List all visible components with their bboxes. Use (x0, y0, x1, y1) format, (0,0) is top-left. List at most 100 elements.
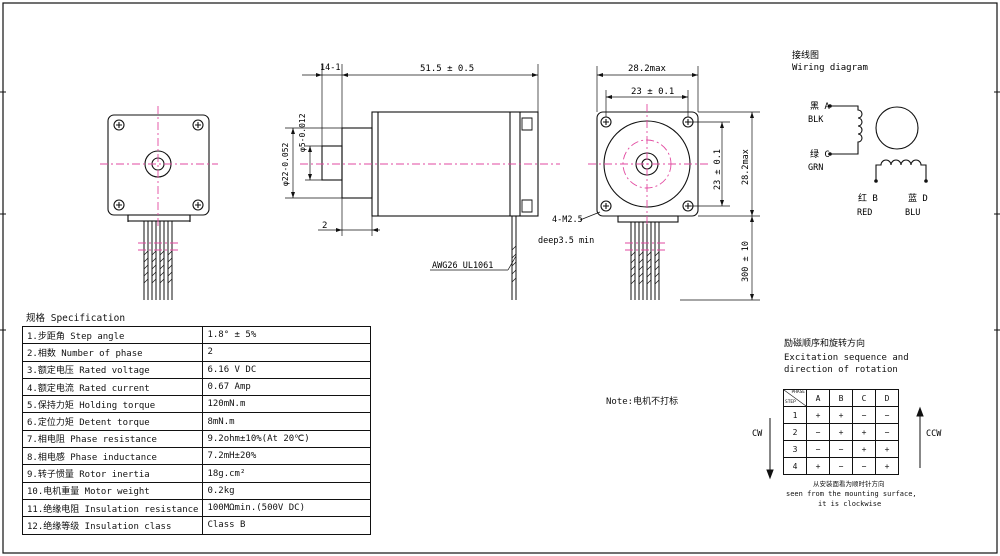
spec-value: 0.2kg (202, 481, 372, 500)
excitation-row: 4+−−+ (783, 457, 899, 475)
polarity-cell: − (829, 440, 853, 458)
back-view-centerlines (100, 106, 218, 251)
back-view (107, 114, 210, 300)
spec-value: 100MΩmin.(500V DC) (202, 498, 372, 518)
spec-label: 11.绝缘电阻 Insulation resistance (21, 498, 204, 518)
polarity-cell: − (875, 423, 899, 441)
step-number: 1 (783, 406, 807, 424)
spec-label: 6.定位力矩 Detent torque (21, 412, 204, 431)
dim-shaft-diameter: φ5-0.012 (298, 113, 307, 152)
wire-a-en: BLK (808, 115, 824, 125)
wire-b-cn: 红 B (858, 192, 878, 204)
polarity-cell: + (875, 457, 899, 475)
dim-hole-pitch-vertical: 23 ± 0.1 (713, 149, 723, 190)
spec-value: 2 (202, 343, 372, 362)
dim-pilot-diameter: φ22-0.052 (281, 142, 290, 186)
rotation-arrows (766, 406, 924, 480)
phase-header: D (875, 389, 899, 407)
front-view (579, 66, 760, 301)
spec-value: 6.16 V DC (202, 360, 372, 379)
dim-lead-length: 300 ± 10 (741, 241, 751, 282)
spec-label: 8.相电感 Phase inductance (21, 447, 204, 466)
spec-title: 规格 Specification (26, 313, 126, 324)
dim-shaft-length: 14-1 (320, 63, 340, 73)
polarity-cell: + (829, 406, 853, 424)
screw-spec: 4-M2.5 (552, 215, 583, 225)
phase-header: B (829, 389, 853, 407)
excitation-footnote-en-2: it is clockwise (818, 500, 882, 508)
dim-height-max: 28.2max (741, 149, 751, 185)
side-view (285, 64, 539, 300)
spec-value: 18g.cm² (202, 464, 372, 483)
polarity-cell: + (806, 457, 830, 475)
step-number: 2 (783, 423, 807, 441)
spec-label: 7.相电阻 Phase resistance (21, 429, 204, 449)
polarity-cell: − (829, 457, 853, 475)
step-number: 4 (783, 457, 807, 475)
phase-header: A (806, 389, 830, 407)
spec-value: 7.2mH±20% (202, 447, 372, 466)
corner-diagonal (784, 390, 806, 406)
awg-label: AWG26 UL1061 (432, 261, 493, 271)
polarity-cell: − (875, 406, 899, 424)
corner-step-label: STEP (785, 399, 796, 405)
polarity-cell: − (852, 406, 876, 424)
spec-label: 3.额定电压 Rated voltage (21, 360, 204, 379)
polarity-cell: + (829, 423, 853, 441)
cw-label: CW (752, 429, 763, 439)
spec-label: 1.步距角 Step angle (21, 325, 204, 345)
excitation-title-en-1: Excitation sequence and (784, 353, 909, 363)
excitation-row: 3−−++ (783, 440, 899, 458)
corner-phase-label: PHASE (791, 390, 805, 395)
dim-hole-pitch: 23 ± 0.1 (631, 87, 674, 97)
spec-label: 10.电机重量 Motor weight (21, 481, 204, 500)
dim-flange-thickness: 2 (322, 221, 327, 231)
spec-value: Class B (202, 516, 372, 535)
spec-value: 9.2ohm±10%(At 20℃) (202, 429, 372, 449)
excitation-footnote-cn: 从安装面看为顺时针方向 (813, 480, 885, 488)
excitation-row: 1++−− (783, 406, 899, 424)
front-view-centerlines (588, 104, 708, 251)
wiring-terminals (828, 104, 928, 183)
spec-label: 9.转子惯量 Rotor inertia (21, 464, 204, 483)
spec-value: 0.67 Amp (202, 377, 372, 397)
excitation-title-cn: 励磁顺序和旋转方向 (784, 339, 866, 349)
excitation-corner: PHASE STEP (783, 389, 807, 407)
polarity-cell: − (806, 423, 830, 441)
spec-value: 8mN.m (202, 412, 372, 431)
wire-d-en: BLU (905, 208, 920, 218)
excitation-footnote-en-1: seen from the mounting surface, (786, 490, 917, 498)
excitation-title-en-2: direction of rotation (784, 365, 898, 375)
spec-label: 5.保持力矩 Holding torque (21, 395, 204, 414)
polarity-cell: − (806, 440, 830, 458)
spec-value: 1.8° ± 5% (202, 325, 372, 345)
spec-value: 120mN.m (202, 395, 372, 414)
wiring-title-en: Wiring diagram (792, 63, 868, 73)
dim-width-max: 28.2max (628, 64, 667, 74)
polarity-cell: + (806, 406, 830, 424)
wire-d-cn: 蓝 D (908, 192, 928, 204)
wire-b-en: RED (857, 208, 872, 218)
polarity-cell: − (852, 457, 876, 475)
note-text: Note:电机不打标 (606, 397, 679, 407)
wiring-title-cn: 接线图 (792, 49, 819, 61)
phase-header: C (852, 389, 876, 407)
wiring-diagram (830, 105, 927, 181)
step-number: 3 (783, 440, 807, 458)
polarity-cell: + (852, 440, 876, 458)
ccw-label: CCW (926, 429, 942, 439)
